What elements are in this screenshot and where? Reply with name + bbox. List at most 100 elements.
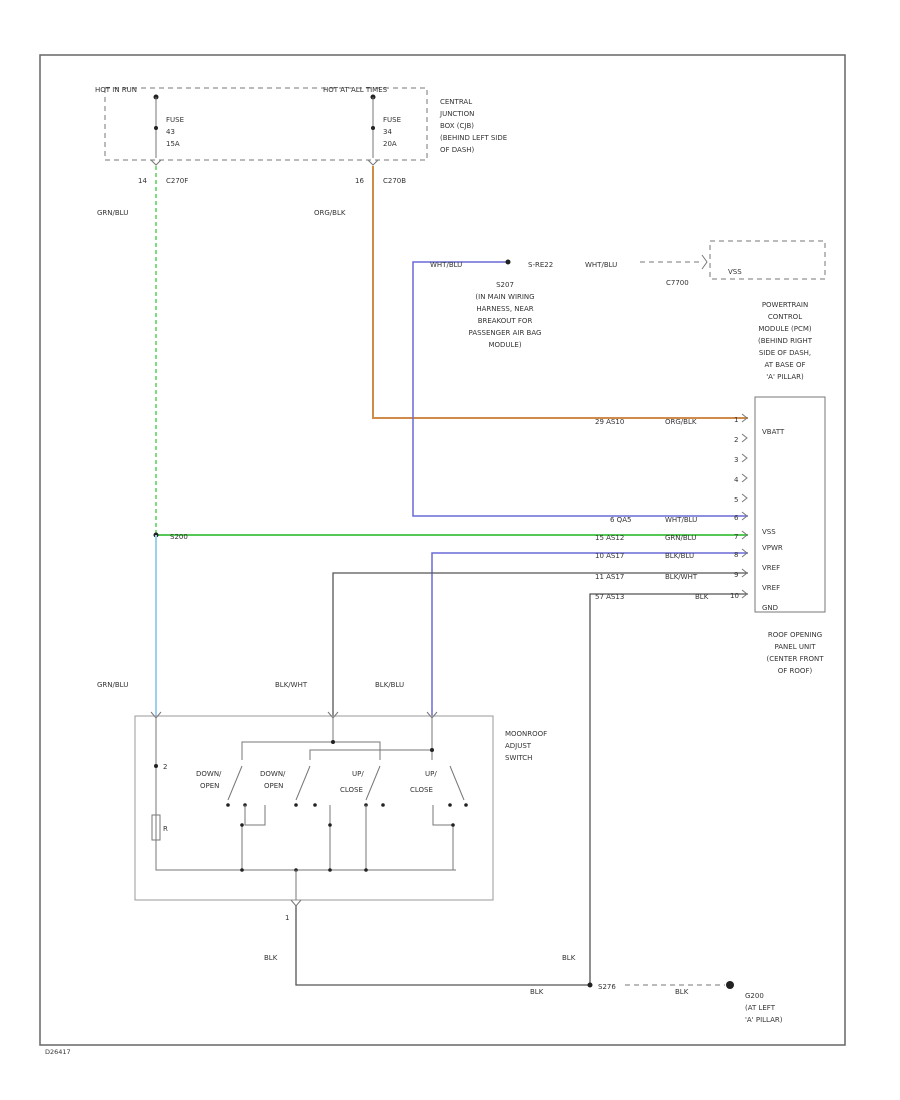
splice-top-node	[505, 259, 511, 265]
pcm-pin-label: VBATT	[762, 428, 785, 436]
switch-internal-wiring: 2 R	[151, 718, 468, 900]
circuit-color: GRN/BLU	[665, 534, 696, 542]
switch-contact-labels: DOWN/ OPEN DOWN/ OPEN UP/ CLOSE UP/ CLOS…	[196, 770, 437, 794]
wire-label-blk-bottom-right: BLK	[530, 988, 544, 996]
splice-top-label: S-RE22	[528, 261, 553, 269]
circuit-color: BLK	[695, 593, 709, 601]
wire-label-blk-bottom: BLK	[264, 954, 278, 962]
wire-label-wht-blu-top: WHT/BLU	[430, 261, 462, 269]
circuit-code: 6 QA5	[610, 516, 631, 524]
cjb-line-3: BOX (CJB)	[440, 122, 474, 130]
pcm-title-3: MODULE (PCM)	[758, 325, 811, 333]
splice-note-3: HARNESS, NEAR	[476, 305, 533, 313]
cjb-line-5: OF DASH)	[440, 146, 475, 154]
hot-label-left: HOT IN RUN	[95, 86, 137, 94]
circuit-code: 29 AS10	[595, 418, 624, 426]
splice-note-2: (IN MAIN WIRING	[475, 293, 534, 301]
wire-label-ground: BLK	[675, 988, 689, 996]
cjb-outline	[105, 87, 428, 161]
wire-label-org-blk: ORG/BLK	[314, 209, 346, 217]
vss-label: VSS	[728, 268, 742, 276]
switch-title-1: MOONROOF	[505, 730, 547, 738]
pcm-title-4: (BEHIND RIGHT	[758, 337, 813, 345]
footer-code: D26417	[45, 1048, 71, 1056]
contact-label: UP/	[352, 770, 364, 778]
pcm-pin-num: 1	[734, 416, 738, 424]
circuit-code: 57 AS13	[595, 593, 624, 601]
pcm-pin-numbers: 1 2 3 4 5 6 7 8 9 10	[730, 416, 739, 600]
pcm-title-5: SIDE OF DASH,	[759, 349, 811, 357]
wire-wht-blu	[412, 261, 748, 517]
moonroof-switch-box	[134, 715, 494, 901]
contact-label: CLOSE	[410, 786, 433, 794]
conn-right: C270B	[383, 177, 406, 185]
pcm-title-6: AT BASE OF	[765, 361, 806, 369]
switch-title-2: ADJUST	[505, 742, 532, 750]
connector-left-mark	[150, 159, 162, 166]
cjb-line-4: (BEHIND LEFT SIDE	[440, 134, 507, 142]
wire-label-grn-blu-bottom: GRN/BLU	[97, 681, 128, 689]
fuse-left-num: 43	[166, 128, 175, 136]
splice-note-4: BREAKOUT FOR	[478, 317, 533, 325]
pcm-title-1: POWERTRAIN	[762, 301, 808, 309]
pcm-title-2: CONTROL	[768, 313, 802, 321]
resistor-mark: R	[163, 825, 168, 833]
splice-ground-node	[587, 982, 593, 988]
circuit-code: 15 AS12	[595, 534, 624, 542]
circuit-code: 10 AS17	[595, 552, 624, 560]
contact-label: OPEN	[200, 782, 219, 790]
switch-title-3: SWITCH	[505, 754, 532, 762]
wire-blk-gnd	[589, 593, 748, 985]
pcm-pin-num: 7	[734, 533, 738, 541]
pin-right: 16	[355, 177, 364, 185]
pcm-pin-marks	[741, 413, 748, 599]
pcm-pin-label: VSS	[762, 528, 776, 536]
connector-c-label: C7700	[666, 279, 689, 287]
ground-line-3: 'A' PILLAR)	[745, 1016, 783, 1024]
roof-line-3: (CENTER FRONT	[767, 655, 825, 663]
pcm-pin-num: 8	[734, 551, 738, 559]
diagram-border	[39, 54, 846, 1046]
ground-line-2: (AT LEFT	[745, 1004, 776, 1012]
circuit-code: 11 AS17	[595, 573, 624, 581]
wire-org-blk	[372, 166, 748, 419]
pcm-pin-label: VREF	[762, 564, 780, 572]
fuse-right-num: 34	[383, 128, 392, 136]
switch-pin-bottom-mark	[290, 899, 302, 907]
wire-label-blk-blu: BLK/BLU	[375, 681, 404, 689]
contact-label: CLOSE	[340, 786, 363, 794]
switch-pin-bottom: 1	[285, 914, 289, 922]
contact-label: DOWN/	[260, 770, 286, 778]
pcm-title-7: 'A' PILLAR)	[766, 373, 804, 381]
connector-right-mark	[367, 159, 379, 166]
fuse-left-label: FUSE	[166, 116, 184, 124]
wire-label-wht-blu-right: WHT/BLU	[585, 261, 617, 269]
splice-note-1: S207	[496, 281, 514, 289]
fuse-right-node-mid	[371, 126, 375, 130]
pcm-pin-label: VPWR	[762, 544, 783, 552]
switch-pin-left: 2	[163, 763, 167, 771]
pcm-pin-num: 9	[734, 571, 738, 579]
wire-blk-bottom	[295, 905, 590, 986]
pcm-pin-num: 6	[734, 514, 739, 522]
splice-note-6: MODULE)	[488, 341, 521, 349]
pcm-box	[754, 396, 826, 613]
connector-c-mark	[701, 254, 708, 270]
ground-point-icon	[726, 981, 734, 989]
wire-blk-wht	[332, 572, 748, 716]
pcm-pin-labels: VBATT VSS VPWR VREF VREF GND	[762, 428, 785, 612]
splice-note-5: PASSENGER AIR BAG	[469, 329, 542, 337]
contact-label: UP/	[425, 770, 437, 778]
circuit-color: WHT/BLU	[665, 516, 697, 524]
conn-left: C270F	[166, 177, 188, 185]
splice-s200-label: S200	[170, 533, 188, 541]
contact-label: DOWN/	[196, 770, 222, 778]
fuse-left-node-mid	[154, 126, 158, 130]
circuit-color: BLK/WHT	[665, 573, 698, 581]
fuse-right-label: FUSE	[383, 116, 401, 124]
contact-label: OPEN	[264, 782, 283, 790]
roof-line-1: ROOF OPENING	[768, 631, 822, 639]
circuit-color: ORG/BLK	[665, 418, 697, 426]
hot-label-right: HOT AT ALL TIMES	[323, 86, 388, 94]
